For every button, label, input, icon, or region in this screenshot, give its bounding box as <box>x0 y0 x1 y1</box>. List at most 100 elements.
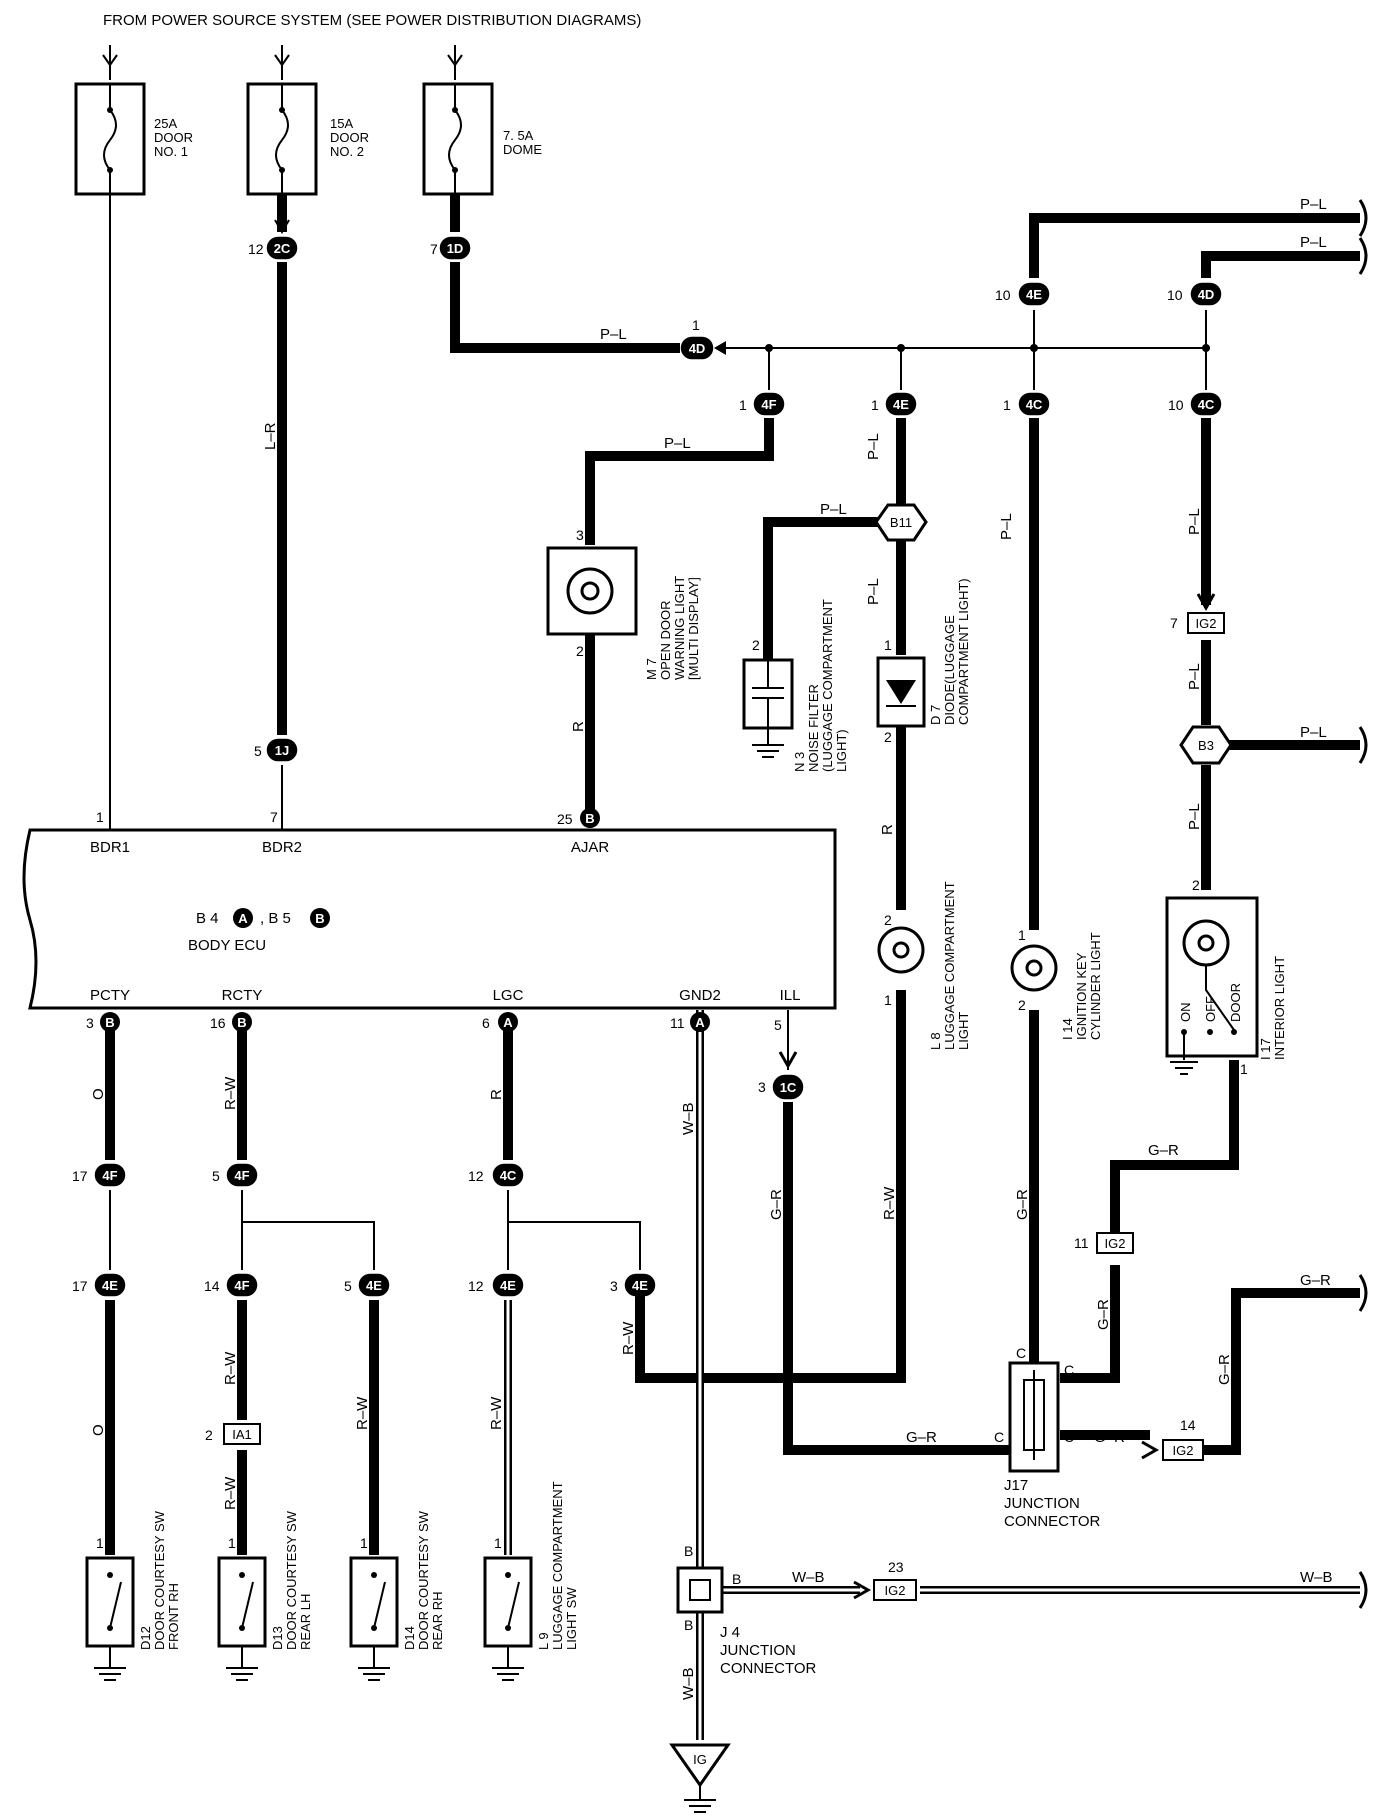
svg-text:4F: 4F <box>102 1168 117 1183</box>
connector-IG2-7: IG2 7 <box>1170 593 1225 634</box>
svg-text:3: 3 <box>576 527 584 543</box>
svg-text:D 7: D 7 <box>928 705 943 725</box>
svg-text:ON: ON <box>1178 1003 1193 1023</box>
svg-text:BDR2: BDR2 <box>262 839 302 856</box>
svg-text:P–L: P–L <box>664 435 691 452</box>
svg-text:1: 1 <box>360 1535 368 1551</box>
svg-text:B: B <box>315 911 324 926</box>
svg-text:12: 12 <box>468 1168 484 1184</box>
svg-text:L 9: L 9 <box>536 1632 551 1650</box>
svg-text:REAR LH: REAR LH <box>298 1594 313 1650</box>
svg-text:RCTY: RCTY <box>222 987 263 1004</box>
svg-text:1: 1 <box>739 397 747 413</box>
svg-text:2C: 2C <box>274 241 291 256</box>
svg-text:LIGHT): LIGHT) <box>834 729 849 772</box>
d13-door-courtesy-sw: 1 D13 DOOR COURTESY SW REAR LH <box>217 1510 313 1681</box>
l9-luggage-compartment-light-sw: 1 L 9 LUGGAGE COMPARTMENT LIGHT SW <box>483 1481 579 1681</box>
svg-text:CYLINDER LIGHT: CYLINDER LIGHT <box>1088 932 1103 1040</box>
ground-IG: IG <box>669 1743 731 1813</box>
svg-text:L 8: L 8 <box>928 1032 943 1050</box>
svg-text:BDR1: BDR1 <box>90 839 130 856</box>
svg-text:G–R: G–R <box>1094 1429 1125 1446</box>
wire-labels: P–L P–L P–L P–L P–L P–L P–L P–L P–L P–L … <box>90 196 1333 1700</box>
svg-text:12: 12 <box>468 1278 484 1294</box>
svg-text:NOISE FILTER: NOISE FILTER <box>806 684 821 772</box>
svg-text:M 7: M 7 <box>644 658 659 680</box>
svg-text:NO. 2: NO. 2 <box>330 144 364 159</box>
svg-text:2: 2 <box>1192 877 1200 893</box>
svg-text:R: R <box>879 824 896 835</box>
svg-text:4F: 4F <box>761 397 776 412</box>
svg-text:COMPARTMENT LIGHT): COMPARTMENT LIGHT) <box>956 578 971 725</box>
splice-B3: B3 <box>1179 725 1233 765</box>
svg-text:O: O <box>90 1088 107 1100</box>
svg-text:1: 1 <box>494 1535 502 1551</box>
svg-text:1: 1 <box>871 397 879 413</box>
svg-text:P–L: P–L <box>1300 196 1327 213</box>
connector-IG2-14: IG2 14 <box>1141 1417 1204 1461</box>
svg-text:C: C <box>1064 1429 1074 1445</box>
fuse-door1: 25A DOOR NO. 1 <box>74 45 193 196</box>
splice-B11: B11 <box>874 503 928 542</box>
svg-text:R–W: R–W <box>488 1396 505 1430</box>
svg-text:R–W: R–W <box>222 1476 239 1510</box>
d14-door-courtesy-sw: 1 D14 DOOR COURTESY SW REAR RH <box>349 1510 445 1681</box>
svg-text:4E: 4E <box>500 1278 516 1293</box>
body-ecu: 1 7 BDR1 BDR2 AJAR B 4 A , B 5 B BODY EC… <box>22 809 837 1010</box>
svg-text:FRONT RH: FRONT RH <box>166 1583 181 1650</box>
svg-text:4E: 4E <box>366 1278 382 1293</box>
connector-ecu-B-top: B 25 <box>557 808 600 828</box>
svg-text:4D: 4D <box>689 341 706 356</box>
svg-text:N 3: N 3 <box>792 752 807 772</box>
svg-text:R–W: R–W <box>222 1076 239 1110</box>
svg-text:A: A <box>238 911 248 926</box>
svg-text:IG2: IG2 <box>885 1583 906 1598</box>
svg-text:1J: 1J <box>275 743 289 758</box>
svg-text:B: B <box>684 1617 693 1633</box>
connector-IG2-11: IG2 11 <box>1074 1232 1134 1254</box>
svg-text:7: 7 <box>270 809 278 825</box>
svg-text:I 14: I 14 <box>1060 1018 1075 1040</box>
svg-text:G–R: G–R <box>1300 1272 1331 1289</box>
svg-text:W–B: W–B <box>1300 1569 1333 1586</box>
svg-text:25A: 25A <box>154 116 177 131</box>
svg-text:DOOR: DOOR <box>1228 983 1243 1022</box>
svg-text:JUNCTION: JUNCTION <box>1004 1495 1080 1512</box>
svg-text:P–L: P–L <box>865 578 882 605</box>
svg-text:IGNITION KEY: IGNITION KEY <box>1074 952 1089 1040</box>
svg-text:I 17: I 17 <box>1258 1038 1273 1060</box>
svg-text:P–L: P–L <box>865 433 882 460</box>
svg-text:B3: B3 <box>1198 738 1214 753</box>
svg-text:2: 2 <box>884 729 892 745</box>
svg-text:CONNECTOR: CONNECTOR <box>1004 1513 1101 1530</box>
ecu-bottom-connectors: B 3 B 16 A 6 A 11 5 <box>86 1012 798 1070</box>
connector-1D: 1D 7 <box>430 236 471 260</box>
connector-2C: 2C 12 <box>248 236 298 260</box>
svg-text:G–R: G–R <box>1014 1189 1031 1220</box>
svg-text:R–W: R–W <box>881 1186 898 1220</box>
svg-text:B: B <box>732 1571 741 1587</box>
svg-text:R: R <box>570 721 587 732</box>
svg-text:4E: 4E <box>893 397 909 412</box>
svg-text:[MULTI DISPLAY]: [MULTI DISPLAY] <box>686 577 701 680</box>
svg-text:DOOR COURTESY SW: DOOR COURTESY SW <box>152 1510 167 1650</box>
svg-text:P–L: P–L <box>1186 663 1203 690</box>
svg-text:5: 5 <box>212 1168 220 1184</box>
svg-text:2: 2 <box>752 637 760 653</box>
i17-interior-light: 2 1 ON OFF DOOR I 17 INTERIOR LIGHT <box>1165 877 1287 1077</box>
svg-text:JUNCTION: JUNCTION <box>720 1642 796 1659</box>
svg-text:B11: B11 <box>890 515 912 530</box>
svg-text:A: A <box>695 1015 705 1030</box>
d12-door-courtesy-sw: 1 D12 DOOR COURTESY SW FRONT RH <box>85 1510 181 1681</box>
connector-4C-upper-left: 4C 1 <box>1003 392 1050 416</box>
svg-text:17: 17 <box>72 1168 88 1184</box>
svg-text:R–W: R–W <box>222 1351 239 1385</box>
svg-text:O: O <box>90 1424 107 1436</box>
svg-text:5: 5 <box>344 1278 352 1294</box>
svg-text:1: 1 <box>228 1535 236 1551</box>
svg-text:1: 1 <box>96 809 104 825</box>
svg-text:1: 1 <box>884 992 892 1008</box>
svg-text:P–L: P–L <box>1300 234 1327 251</box>
connector-4D-main: 4D 1 <box>680 317 726 360</box>
